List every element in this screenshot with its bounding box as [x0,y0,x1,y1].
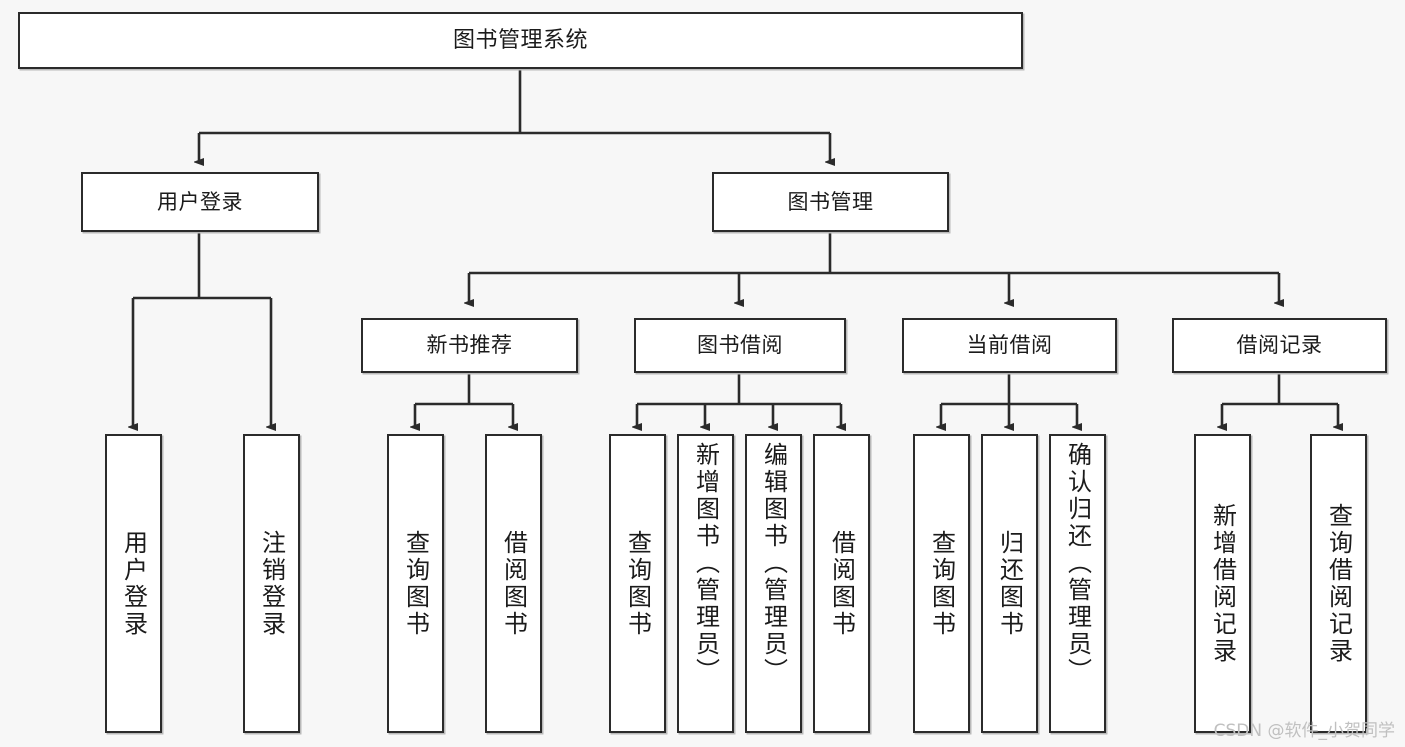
leaf-user-login-login[interactable]: 用户登录 [105,434,162,733]
leaf-book-borrow-borrow[interactable]: 借阅图书 [813,434,870,733]
node-borrow-record[interactable]: 借阅记录 [1172,318,1387,373]
node-label: 当前借阅 [966,333,1053,358]
leaf-current-borrow-confirm-admin[interactable]: 确认归还（管理员） [1049,434,1106,733]
leaf-new-book-borrow[interactable]: 借阅图书 [485,434,542,733]
node-book-borrow[interactable]: 图书借阅 [634,318,846,373]
node-label: 归还图书 [995,529,1024,638]
node-label: 确认归还（管理员） [1063,442,1092,685]
node-label: 查询借阅记录 [1324,502,1353,665]
node-label: 用户登录 [119,529,148,638]
node-new-book-recommend[interactable]: 新书推荐 [361,318,578,373]
node-label: 新书推荐 [426,333,513,358]
node-label: 新增借阅记录 [1208,502,1237,665]
node-label: 图书管理系统 [452,27,588,53]
node-label: 图书管理 [787,189,874,214]
node-label: 查询图书 [623,529,652,638]
node-current-borrow[interactable]: 当前借阅 [902,318,1117,373]
leaf-current-borrow-query[interactable]: 查询图书 [913,434,970,733]
node-book-management[interactable]: 图书管理 [712,172,949,232]
node-label: 新增图书（管理员） [691,442,720,685]
watermark: CSDN @软件_小贺同学 [1213,721,1395,741]
node-label: 编辑图书（管理员） [759,442,788,685]
node-label: 借阅图书 [827,529,856,638]
leaf-book-borrow-edit-admin[interactable]: 编辑图书（管理员） [745,434,802,733]
leaf-user-login-logout[interactable]: 注销登录 [243,434,300,733]
node-root-system[interactable]: 图书管理系统 [18,12,1023,69]
node-label: 查询图书 [401,529,430,638]
leaf-current-borrow-return[interactable]: 归还图书 [981,434,1038,733]
leaf-new-book-query[interactable]: 查询图书 [387,434,444,733]
leaf-borrow-record-query[interactable]: 查询借阅记录 [1310,434,1367,733]
leaf-book-borrow-add-admin[interactable]: 新增图书（管理员） [677,434,734,733]
node-label: 借阅记录 [1236,333,1323,358]
node-user-login[interactable]: 用户登录 [81,172,319,232]
node-label: 用户登录 [157,189,243,214]
leaf-borrow-record-add[interactable]: 新增借阅记录 [1194,434,1251,733]
node-label: 查询图书 [927,529,956,638]
node-label: 注销登录 [257,529,286,638]
node-label: 图书借阅 [697,333,783,358]
node-label: 借阅图书 [499,529,528,638]
leaf-book-borrow-query[interactable]: 查询图书 [609,434,666,733]
